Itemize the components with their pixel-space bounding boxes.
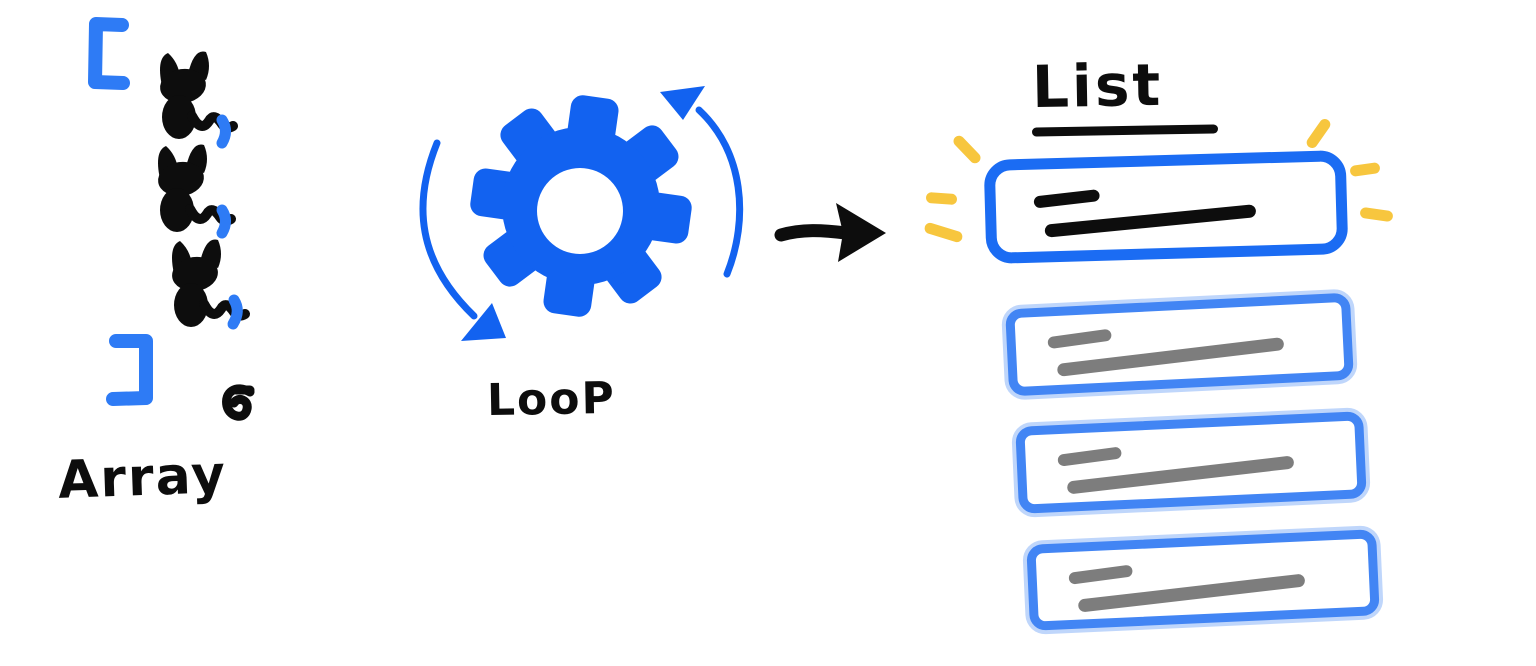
loop-arrow-left [419, 139, 506, 341]
transform-arrow [774, 203, 886, 262]
item-text-line [1033, 189, 1101, 209]
item-text-line [1057, 446, 1123, 467]
list-item-3 [1015, 411, 1367, 514]
item-text-line [1044, 204, 1257, 238]
comma-separators [216, 114, 243, 330]
list-title: List [1031, 50, 1164, 122]
sparkle-left-2 [925, 191, 958, 206]
gear-hole [537, 168, 623, 254]
open-bracket-glyph [88, 17, 130, 90]
comma-3 [227, 294, 243, 330]
squiggle-mark [222, 384, 255, 421]
list-item-4 [1026, 529, 1380, 631]
comma-2 [216, 204, 231, 239]
list-item-1-highlighted [983, 149, 1349, 265]
list-item-2 [1005, 292, 1354, 397]
item-text-line [1047, 328, 1113, 350]
array-label: Array [57, 445, 228, 511]
gear-icon [470, 95, 692, 317]
item-text-line [1068, 564, 1134, 585]
item-text-line [1077, 573, 1306, 613]
loop-arrow-right [660, 86, 744, 278]
comma-1 [216, 114, 231, 149]
loop-label: LooP [486, 372, 617, 427]
close-bracket-glyph [106, 334, 153, 406]
item-text-line [1066, 455, 1295, 495]
